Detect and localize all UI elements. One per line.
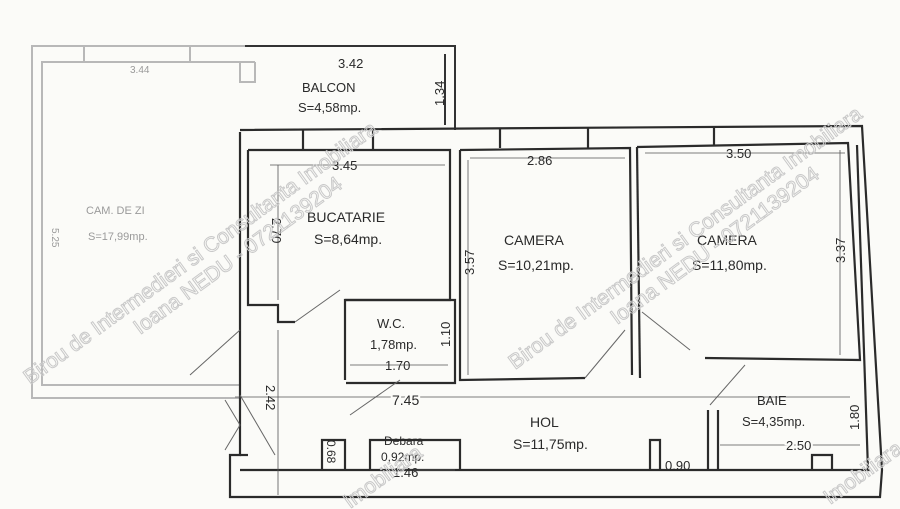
room2-area: S=11,80mp. [692, 257, 767, 273]
living-room-width: 3.44 [130, 65, 150, 76]
kitchen-name: BUCATARIE [307, 209, 385, 225]
room1-area: S=10,21mp. [498, 257, 574, 273]
door-swings [189, 289, 746, 456]
hall-door-width: 0.90 [665, 458, 690, 473]
storage-area: 0,92mp. [381, 450, 424, 464]
room2-width: 3.50 [726, 146, 751, 161]
room2-name: CAMERA [697, 232, 758, 248]
exterior-walls [228, 124, 884, 499]
living-room-area: S=17,99mp. [88, 231, 148, 243]
living-room-height: 5.25 [49, 228, 60, 248]
bath-width: 2.50 [786, 438, 811, 453]
balcony-height: 1.34 [432, 81, 447, 106]
balcony-walls [245, 45, 456, 130]
kitchen-width: 3.45 [332, 158, 357, 173]
bath-height: 1.80 [847, 405, 862, 430]
kitchen-area: S=8,64mp. [314, 231, 382, 247]
hall-height: 2.42 [263, 385, 278, 410]
balcony-name: BALCON [302, 80, 355, 95]
hall-name: HOL [530, 414, 559, 430]
storage-name: Debara [384, 434, 424, 448]
balcony-area: S=4,58mp. [298, 100, 361, 115]
wc-area: 1,78mp. [370, 337, 417, 352]
kitchen-height: 2.70 [269, 218, 284, 243]
balcony-width: 3.42 [338, 56, 363, 71]
bath-area: S=4,35mp. [742, 414, 805, 429]
room-labels: CAM. DE ZI S=17,99mp. 3.44 5.25 BALCON S… [49, 56, 862, 480]
watermark-line1-left: Birou de Intermedieri si Consultanta Imo… [19, 117, 381, 389]
wc-height: 1.10 [438, 322, 453, 347]
room1-height: 3.57 [462, 250, 477, 275]
hall-area: S=11,75mp. [513, 436, 588, 452]
dimension-lines [235, 150, 860, 495]
hall-width: 7.45 [392, 392, 419, 408]
watermark-line2-left: Ioana NEDU - 0721139204 [129, 172, 346, 339]
bath-name: BAIE [757, 393, 787, 408]
storage-height: 0.68 [324, 440, 338, 464]
room1-name: CAMERA [504, 232, 565, 248]
room2-height: 3.37 [833, 238, 848, 263]
living-room-walls [31, 45, 256, 399]
living-room-name: CAM. DE ZI [86, 205, 145, 217]
storage-width: 1.46 [393, 465, 418, 480]
wc-name: W.C. [377, 316, 405, 331]
watermark-footer-2: Imobiliara [819, 437, 900, 509]
room1-width: 2.86 [527, 153, 552, 168]
wc-width: 1.70 [385, 358, 410, 373]
